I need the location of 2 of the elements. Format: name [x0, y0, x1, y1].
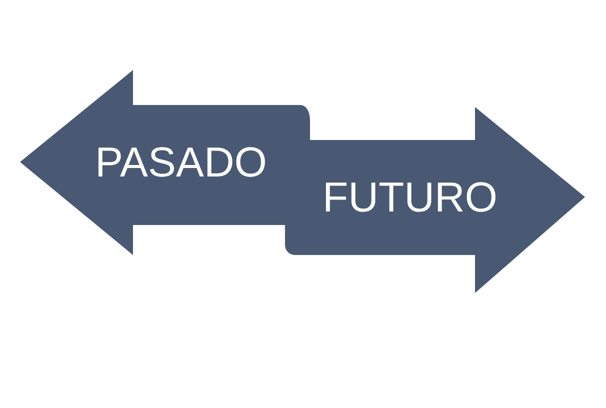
node-label: FUTURO [326, 182, 496, 212]
node-label: PASADO [98, 147, 265, 177]
